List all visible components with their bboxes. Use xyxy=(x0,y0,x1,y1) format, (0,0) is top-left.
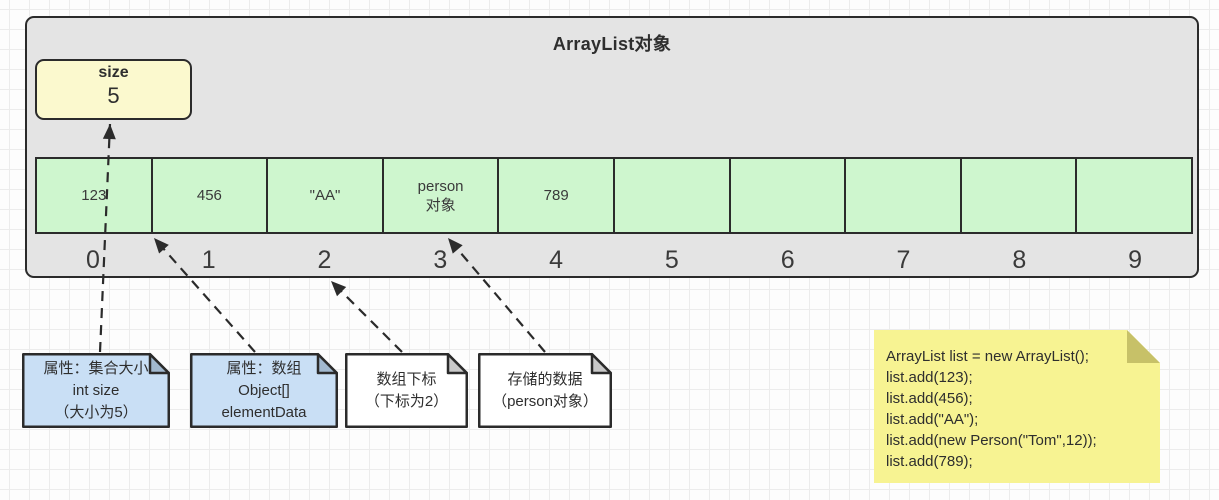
size-box-value: 5 xyxy=(107,83,120,108)
index-label: 3 xyxy=(433,245,448,274)
note-stored-data: 存储的数据 （person对象） xyxy=(478,353,612,428)
note-size-attribute: 属性：集合大小 int size （大小为5） xyxy=(22,353,170,428)
code-line: list.add(123); xyxy=(886,369,973,386)
note-line: （person对象） xyxy=(492,392,598,410)
size-box-label: size xyxy=(98,64,129,81)
array-cell: person 对象 xyxy=(383,159,500,232)
index-label: 0 xyxy=(85,245,100,274)
note-text: 属性：数组 Object[] elementData xyxy=(190,353,338,428)
arrow-index-note-to-index-2 xyxy=(330,280,403,353)
note-shape xyxy=(190,353,338,428)
note-array-index: 数组下标 （下标为2） xyxy=(345,353,468,428)
note-line: 存储的数据 xyxy=(507,370,583,388)
index-label: 2 xyxy=(317,245,332,274)
index-label: 8 xyxy=(1012,245,1027,274)
panel-title: ArrayList对象 xyxy=(552,34,672,54)
note-shape xyxy=(874,330,1160,483)
note-line: （下标为2） xyxy=(364,392,449,410)
note-line: Object[] xyxy=(238,381,290,399)
note-shape xyxy=(478,353,612,428)
array-cell: 789 xyxy=(499,159,615,232)
note-line: 属性：数组 xyxy=(226,359,302,377)
index-label: 1 xyxy=(201,245,216,274)
index-label: 4 xyxy=(549,245,564,274)
note-line: 属性：集合大小 xyxy=(43,359,149,377)
index-label: 6 xyxy=(780,245,795,274)
array-cell xyxy=(730,159,847,232)
note-shape xyxy=(22,353,170,428)
code-line: list.add(789); xyxy=(886,453,973,470)
array-cells-row: 123 456 "AA" person 对象 789 xyxy=(35,157,1193,234)
array-indices-row: 0 1 2 3 4 5 6 7 8 9 xyxy=(35,240,1193,280)
note-line: 数组下标 xyxy=(376,370,437,388)
array-cell xyxy=(614,159,731,232)
size-box: size 5 xyxy=(35,59,192,120)
note-shape xyxy=(345,353,468,428)
code-sticky-note: ArrayList list = new ArrayList(); list.a… xyxy=(874,330,1160,483)
code-line: list.add(new Person("Tom",12)); xyxy=(886,432,1097,449)
code-line: list.add(456); xyxy=(886,390,973,407)
index-label: 7 xyxy=(896,245,911,274)
index-label: 9 xyxy=(1128,245,1143,274)
code-text: ArrayList list = new ArrayList(); list.a… xyxy=(874,330,1160,472)
code-line: list.add("AA"); xyxy=(886,411,979,428)
note-elementdata-attribute: 属性：数组 Object[] elementData xyxy=(190,353,338,428)
array-cell: "AA" xyxy=(268,159,384,232)
index-label: 5 xyxy=(664,245,679,274)
note-text: 属性：集合大小 int size （大小为5） xyxy=(22,353,170,428)
code-line: ArrayList list = new ArrayList(); xyxy=(886,348,1089,365)
note-line: int size xyxy=(72,381,120,399)
note-line: elementData xyxy=(221,403,307,421)
note-line: （大小为5） xyxy=(54,403,138,421)
array-cell xyxy=(846,159,962,232)
array-cell: 456 xyxy=(152,159,269,232)
arraylist-object-panel: ArrayList对象 size 5 123 456 "AA" person 对… xyxy=(25,16,1199,278)
note-text: 存储的数据 （person对象） xyxy=(478,353,612,428)
array-cell: 123 xyxy=(37,159,153,232)
array-cell xyxy=(961,159,1078,232)
array-cell xyxy=(1077,159,1191,232)
note-text: 数组下标 （下标为2） xyxy=(345,353,468,428)
